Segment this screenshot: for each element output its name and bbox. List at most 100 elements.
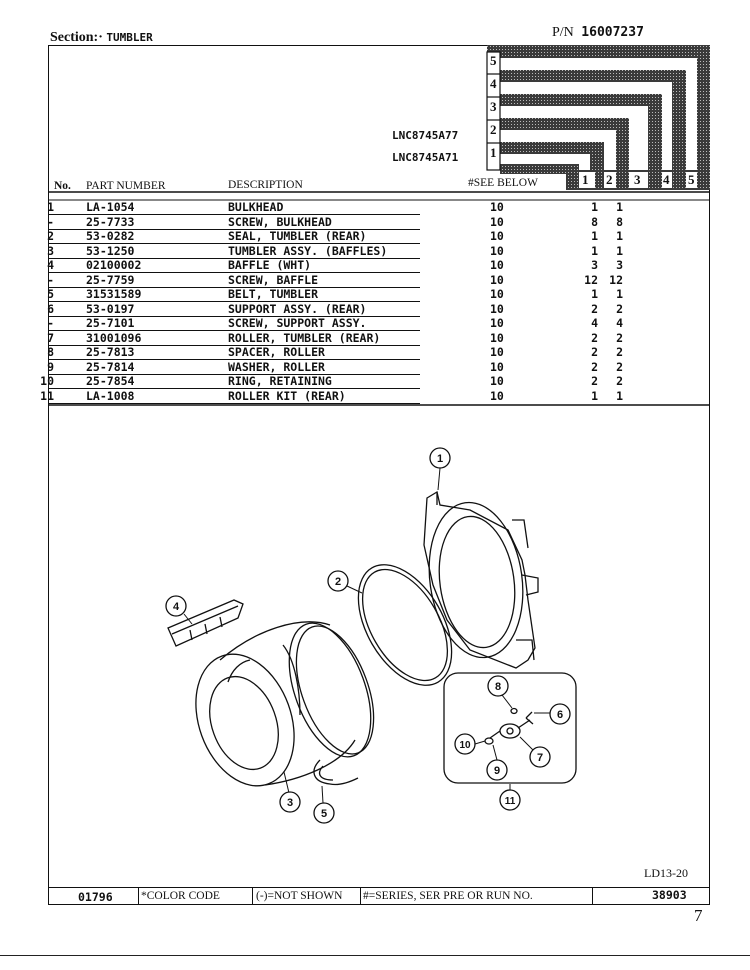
table-cell-desc: BULKHEAD: [228, 200, 284, 214]
table-cell-q1: 2: [591, 374, 598, 388]
table-cell-no: 6: [47, 301, 54, 316]
section-value: TUMBLER: [106, 31, 153, 44]
model-code-2: LNC8745A77: [392, 129, 459, 142]
table-cell-no: 4: [47, 258, 54, 272]
belt-drawing: [313, 759, 359, 786]
callout-2: 2: [335, 576, 341, 588]
table-cell-part: 25-7814: [86, 359, 135, 374]
table-cell-see: 10: [490, 330, 504, 345]
table-cell-desc: SCREW, BAFFLE: [228, 272, 319, 287]
table-cell-q1: 2: [591, 301, 598, 316]
table-cell-see: 10: [490, 200, 504, 214]
callout-4: 4: [173, 601, 180, 613]
table-cell-q2: 12: [609, 272, 623, 287]
callout-3: 3: [287, 797, 293, 809]
table-cell-desc: SCREW, SUPPORT ASSY.: [228, 316, 367, 330]
table-cell-q1: 1: [591, 287, 598, 301]
model-col-1: 1: [582, 172, 589, 187]
table-cell-no: 7: [47, 330, 54, 345]
table-row-rule: [48, 257, 420, 259]
callout-11: 11: [505, 796, 516, 807]
bottom-rule: [0, 955, 750, 957]
table-cell-desc: TUMBLER ASSY. (BAFFLES): [228, 243, 388, 258]
table-cell-q1: 1: [591, 243, 598, 258]
baffle-drawing: [167, 599, 244, 647]
table-cell-desc: SCREW, BULKHEAD: [228, 214, 332, 229]
table-cell-see: 10: [490, 388, 504, 403]
header-see-below: #SEE BELOW: [468, 177, 538, 189]
bulkhead-drawing: [423, 490, 539, 669]
table-cell-q1: 2: [591, 359, 598, 374]
model-col-2: 2: [606, 172, 613, 187]
footer-color-code: *COLOR CODE: [141, 890, 220, 902]
callout-6-circle: [549, 703, 571, 725]
table-cell-no: 3: [47, 243, 54, 258]
table-cell-part: 53-0197: [86, 301, 135, 316]
table-cell-q2: 2: [616, 359, 623, 374]
table-cell-q1: 1: [591, 229, 598, 243]
table-cell-desc: WASHER, ROLLER: [228, 359, 325, 374]
drawing-id: LD13-20: [644, 866, 688, 880]
table-cell-desc: ROLLER, TUMBLER (REAR): [228, 330, 381, 345]
model-col-4: 4: [663, 172, 670, 187]
callout-10-circle: [454, 733, 476, 755]
table-row-rule: [48, 344, 420, 346]
table-cell-part: 25-7854: [86, 374, 135, 388]
table-cell-no: 11: [40, 388, 54, 403]
table-cell-q2: 1: [616, 287, 623, 301]
callout-7-circle: [529, 746, 551, 768]
table-cell-see: 10: [490, 258, 504, 272]
table-cell-see: 10: [490, 243, 504, 258]
table-cell-no: 5: [47, 287, 54, 301]
table-cell-q2: 8: [616, 214, 623, 229]
model-code-1: LNC8745A71: [392, 151, 459, 164]
table-cell-see: 10: [490, 374, 504, 388]
table-cell-part: 25-7733: [86, 214, 135, 229]
header-part-number: PART NUMBER: [86, 180, 166, 192]
table-cell-q1: 8: [591, 214, 598, 229]
table-cell-q2: 2: [616, 301, 623, 316]
table-cell-q2: 2: [616, 374, 623, 388]
callout-6: 6: [557, 709, 563, 721]
table-cell-part: 02100002: [86, 258, 142, 272]
table-row-rule: [48, 243, 420, 245]
table-cell-part: 25-7759: [86, 272, 135, 287]
table-row-rule: [48, 402, 420, 404]
table-cell-see: 10: [490, 272, 504, 287]
callout-4-circle: [165, 595, 187, 617]
table-row-rule: [48, 272, 420, 274]
table-cell-see: 10: [490, 345, 504, 359]
page-number: 7: [694, 906, 703, 925]
table-cell-see: 10: [490, 359, 504, 374]
table-row-rule: [48, 228, 420, 230]
callout-3-circle: [279, 791, 301, 813]
table-cell-no: 2: [47, 229, 54, 243]
table-cell-desc: BAFFLE (WHT): [228, 258, 312, 272]
callout-5: 5: [321, 808, 327, 820]
table-cell-see: 10: [490, 229, 504, 243]
table-cell-no: -: [47, 316, 54, 330]
table-cell-desc: RING, RETAINING: [228, 374, 332, 388]
table-cell-q2: 2: [616, 345, 623, 359]
model-col-5: 5: [688, 172, 695, 187]
table-row-rule: [48, 214, 420, 216]
table-cell-part: LA-1008: [86, 388, 135, 403]
table-cell-no: 9: [47, 359, 54, 374]
table-cell-see: 10: [490, 301, 504, 316]
callout-1: 1: [437, 453, 443, 465]
parts-sheet-frame: [48, 45, 710, 905]
table-row-rule: [48, 301, 420, 303]
table-cell-part: LA-1054: [86, 200, 135, 214]
seal-drawing: [357, 564, 453, 686]
section-label-text: Section:·: [50, 30, 103, 45]
callout-10: 10: [459, 740, 471, 751]
part-number-header: P/N 16007237: [552, 25, 644, 41]
table-cell-q1: 4: [591, 316, 598, 330]
pn-label-text: P/N: [552, 25, 574, 40]
callout-11-circle: [499, 789, 521, 811]
table-cell-part: 53-0282: [86, 229, 135, 243]
model-index-2: 2: [490, 122, 497, 137]
table-cell-q2: 1: [616, 388, 623, 403]
